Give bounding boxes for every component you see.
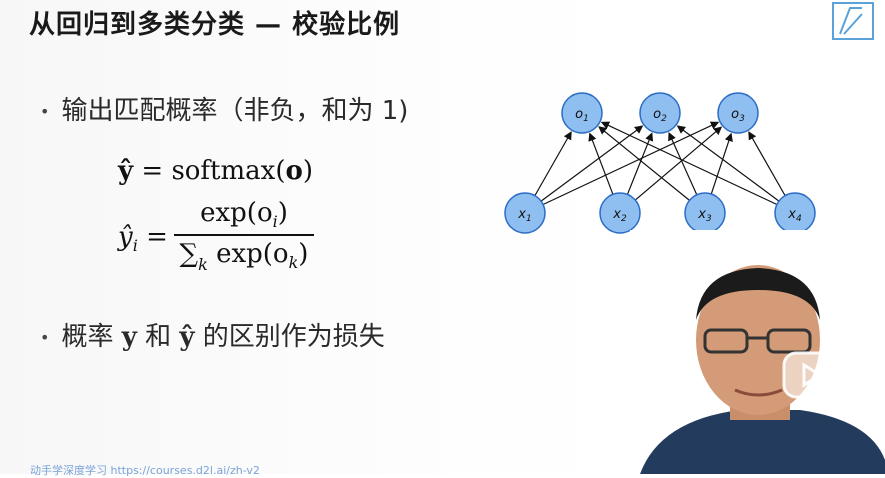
logo-icon xyxy=(832,2,874,40)
play-button-icon[interactable] xyxy=(780,343,840,403)
fraction-bar xyxy=(174,234,314,236)
input-node-x3: x3 xyxy=(684,192,726,234)
bullet-2-text-b: 和 xyxy=(145,322,172,352)
edge-x3-o3 xyxy=(710,132,733,195)
bullet-1: • 输出匹配概率（非负，和为 1) xyxy=(40,90,408,127)
output-node-o2: o2 xyxy=(639,92,681,134)
edge-x4-o3 xyxy=(748,131,786,196)
formula-fraction: exp(oi) ∑k exp(ok) xyxy=(174,198,314,274)
formula-yi-lhs: ŷi = xyxy=(118,222,168,255)
output-node-o3: o3 xyxy=(717,92,759,134)
footer-link[interactable]: 动手学深度学习 https://courses.d2l.ai/zh-v2 xyxy=(30,464,260,477)
bullet-dot: • xyxy=(40,102,50,121)
edge-x1-o2 xyxy=(540,125,644,202)
formula-2-eq: = xyxy=(146,222,168,252)
edge-x2-o2 xyxy=(626,132,654,195)
output-node-o1: o1 xyxy=(561,92,603,134)
edge-x2-o1 xyxy=(588,132,614,195)
bullet-2-yhat: ŷ xyxy=(179,322,195,352)
bullet-2: • 概率 y 和 ŷ 的区别作为损失 xyxy=(40,316,385,353)
edge-x1-o3 xyxy=(542,121,720,206)
input-node-x4: x4 xyxy=(774,192,816,234)
edge-x2-o3 xyxy=(634,126,723,201)
formula-softmax: ŷ = softmax(o) xyxy=(118,156,313,186)
bullet-dot: • xyxy=(40,328,50,347)
edge-x4-o1 xyxy=(600,121,778,206)
numerator-sub: i xyxy=(272,212,278,231)
formula-1-eq: = xyxy=(141,156,164,186)
denominator-text: exp(o xyxy=(207,239,289,269)
edge-x3-o1 xyxy=(598,126,690,201)
numerator-close: ) xyxy=(277,198,288,228)
bullet-2-text-c: 的区别作为损失 xyxy=(202,322,385,352)
bullet-2-y: y xyxy=(121,322,137,352)
edge-x1-o1 xyxy=(534,131,572,196)
denominator-close: ) xyxy=(298,239,309,269)
edge-x3-o2 xyxy=(668,131,698,196)
bullet-1-text: 输出匹配概率（非负，和为 1) xyxy=(61,96,409,126)
input-node-x2: x2 xyxy=(599,192,641,234)
formula-2-lhs: ŷ xyxy=(118,222,133,252)
formula-1-close: ) xyxy=(302,156,313,186)
softmax-network-diagram: o1 o2 o3 x1 x2 x3 x4 xyxy=(504,92,816,234)
denominator-sub: k xyxy=(288,253,299,272)
formula-1-lhs: ŷ xyxy=(118,156,134,186)
formula-1-rhs: softmax( xyxy=(171,156,286,186)
input-node-x1: x1 xyxy=(504,192,546,234)
numerator-text: exp(o xyxy=(200,198,273,228)
bullet-2-text-a: 概率 xyxy=(61,322,114,352)
sum-symbol: ∑ xyxy=(179,239,199,269)
formula-2-sub: i xyxy=(132,236,138,255)
fraction-numerator: exp(oi) xyxy=(174,198,314,231)
fraction-denominator: ∑k exp(ok) xyxy=(174,239,314,274)
slide-title: 从回归到多类分类 — 校验比例 xyxy=(29,10,401,40)
formula-1-o: o xyxy=(285,156,303,186)
sum-sub: k xyxy=(198,255,208,274)
presenter-video xyxy=(630,230,885,474)
edge-x4-o2 xyxy=(676,125,780,202)
